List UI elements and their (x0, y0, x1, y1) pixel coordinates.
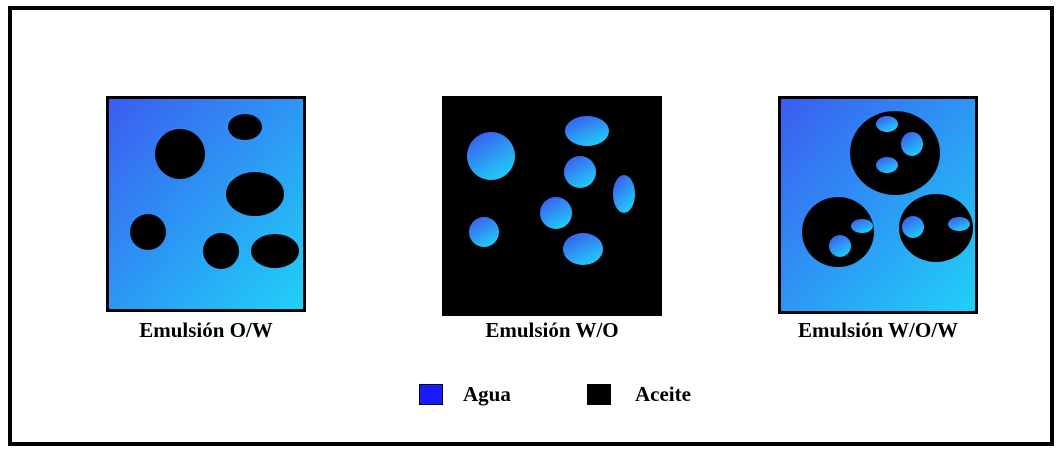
legend-label-oil: Aceite (635, 382, 691, 406)
panel-wo (442, 96, 662, 316)
legend-label-water: Agua (463, 382, 511, 406)
water-droplet (613, 175, 635, 213)
water-droplet (565, 116, 609, 146)
legend-item-water: Agua (419, 382, 511, 407)
oil-droplet (226, 172, 284, 216)
oil-globule (802, 197, 874, 267)
inner-water-droplet (851, 219, 873, 233)
oil-droplet (155, 129, 205, 179)
caption-ow: Emulsión O/W (139, 318, 273, 342)
inner-water-droplet (876, 157, 898, 173)
oil-droplet (203, 233, 239, 269)
oil-droplet (130, 214, 166, 250)
inner-water-droplet (901, 132, 923, 156)
inner-water-droplet (948, 217, 970, 231)
panel-ow (106, 96, 306, 312)
oil-globule (899, 194, 973, 262)
water-droplet (467, 132, 515, 180)
water-droplet (564, 156, 596, 188)
caption-wo: Emulsión W/O (485, 318, 619, 342)
legend-item-oil: Aceite (587, 382, 691, 407)
panel-wo-graphic (442, 96, 662, 316)
oil-droplet (251, 234, 299, 268)
caption-wow: Emulsión W/O/W (797, 318, 959, 342)
water-droplet (563, 233, 603, 265)
inner-water-droplet (829, 235, 851, 257)
oil-droplet (228, 114, 262, 140)
oil-swatch-icon (587, 384, 611, 405)
inner-water-droplet (876, 116, 898, 132)
water-swatch-icon (419, 384, 443, 405)
panel-wow-graphic (778, 96, 978, 314)
water-droplet (540, 197, 572, 229)
inner-water-droplet (902, 216, 924, 238)
water-droplet (469, 217, 499, 247)
panel-ow-graphic (106, 96, 306, 312)
oil-globule (850, 111, 940, 195)
panel-wow (778, 96, 978, 314)
